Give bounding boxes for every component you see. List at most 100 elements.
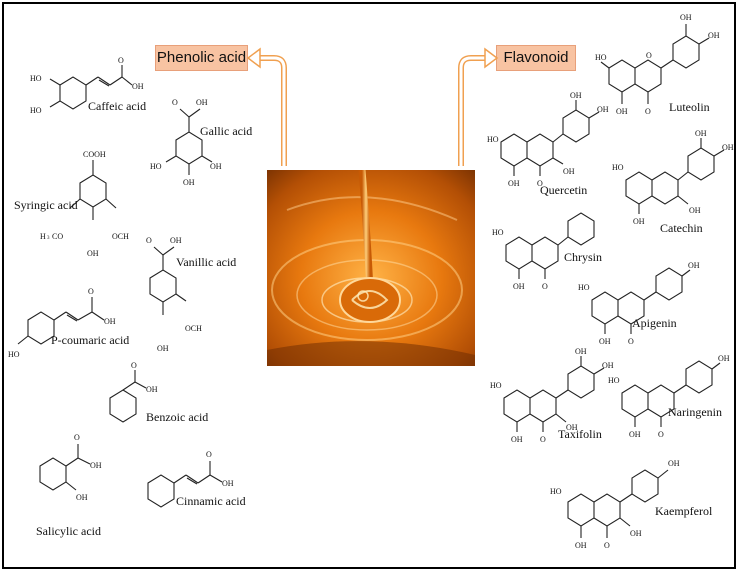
svg-text:OH: OH: [575, 347, 587, 356]
svg-text:OH: OH: [575, 541, 587, 550]
syringic-acid-structure: COOH H 3 CO OCH OH: [40, 150, 129, 258]
svg-text:OH: OH: [680, 13, 692, 22]
cinnamic-acid-label: Cinnamic acid: [176, 494, 246, 508]
phenolic-arrow: [246, 47, 287, 166]
svg-text:O: O: [74, 433, 80, 442]
svg-text:OH: OH: [76, 493, 88, 502]
svg-text:OH: OH: [668, 459, 680, 468]
apigenin-label: Apigenin: [632, 316, 677, 330]
svg-text:HO: HO: [30, 74, 42, 83]
svg-text:OH: OH: [183, 178, 195, 187]
svg-text:HO: HO: [595, 53, 607, 62]
svg-text:O: O: [658, 430, 664, 439]
svg-text:O: O: [628, 337, 634, 346]
svg-text:OH: OH: [722, 143, 734, 152]
svg-text:OH: OH: [222, 479, 234, 488]
svg-text:OCH: OCH: [112, 232, 129, 241]
svg-text:OH: OH: [630, 529, 642, 538]
svg-text:OH: OH: [689, 206, 701, 215]
svg-text:OH: OH: [90, 461, 102, 470]
salicylic-acid-structure: O OH OH: [39, 433, 102, 502]
svg-text:OH: OH: [196, 98, 208, 107]
svg-text:OH: OH: [597, 105, 609, 114]
syringic-acid-label: Syringic acid: [14, 198, 78, 212]
benzoic-acid-structure: O OH: [109, 361, 158, 423]
svg-text:O: O: [542, 282, 548, 291]
svg-text:OH: OH: [633, 217, 645, 226]
svg-text:O: O: [206, 450, 212, 459]
svg-text:OH: OH: [87, 249, 99, 258]
taxifolin-structure: OH OH HO OH OH O: [490, 347, 614, 444]
svg-text:HO: HO: [490, 381, 502, 390]
svg-text:O: O: [537, 179, 543, 188]
svg-text:OH: OH: [629, 430, 641, 439]
svg-text:OH: OH: [616, 107, 628, 116]
svg-text:HO: HO: [608, 376, 620, 385]
svg-text:O: O: [604, 541, 610, 550]
chrysin-structure: HO OH O: [492, 212, 595, 291]
taxifolin-label: Taxifolin: [558, 427, 602, 441]
svg-text:OH: OH: [599, 337, 611, 346]
svg-text:OCH: OCH: [185, 324, 202, 333]
apigenin-structure: OH HO OH O: [578, 261, 700, 346]
svg-text:OH: OH: [104, 317, 116, 326]
p-coumaric-acid-structure: O OH HO: [8, 287, 116, 359]
svg-text:3: 3: [47, 236, 50, 241]
flavonoid-tag: Flavonoid: [496, 45, 576, 71]
svg-text:OH: OH: [132, 82, 144, 91]
svg-text:OH: OH: [146, 385, 158, 394]
svg-text:HO: HO: [612, 163, 624, 172]
svg-text:OH: OH: [602, 361, 614, 370]
svg-text:COOH: COOH: [83, 150, 106, 159]
benzoic-acid-label: Benzoic acid: [146, 410, 209, 424]
svg-text:OH: OH: [695, 129, 707, 138]
svg-text:O: O: [172, 98, 178, 107]
svg-text:OH: OH: [566, 423, 578, 432]
svg-text:O: O: [540, 435, 546, 444]
svg-text:OH: OH: [718, 354, 730, 363]
svg-text:HO: HO: [578, 283, 590, 292]
caffeic-acid-structure: HO HO O OH: [30, 56, 144, 115]
gallic-acid-label: Gallic acid: [200, 124, 253, 138]
chrysin-label: Chrysin: [564, 250, 603, 264]
svg-text:OH: OH: [508, 179, 520, 188]
luteolin-label: Luteolin: [669, 100, 710, 114]
svg-text:O: O: [88, 287, 94, 296]
svg-text:OH: OH: [563, 167, 575, 176]
svg-text:O: O: [645, 107, 651, 116]
svg-text:OH: OH: [513, 282, 525, 291]
svg-text:OH: OH: [210, 162, 222, 171]
svg-text:HO: HO: [30, 106, 42, 115]
phenolic-acid-tag: Phenolic acid: [155, 45, 248, 71]
svg-text:OH: OH: [688, 261, 700, 270]
gallic-acid-structure: O OH HO OH OH: [150, 98, 222, 187]
svg-text:HO: HO: [487, 135, 499, 144]
svg-text:O: O: [146, 236, 152, 245]
svg-text:OH: OH: [570, 91, 582, 100]
svg-text:OH: OH: [170, 236, 182, 245]
honey-image: [267, 170, 475, 366]
vanillic-acid-label: Vanillic acid: [176, 255, 237, 269]
naringenin-label: Naringenin: [668, 405, 722, 419]
catechin-structure: OH OH HO OH OH: [612, 129, 734, 226]
svg-text:O: O: [131, 361, 137, 370]
svg-text:OH: OH: [708, 31, 720, 40]
svg-text:CO: CO: [52, 232, 63, 241]
svg-text:HO: HO: [550, 487, 562, 496]
svg-text:HO: HO: [150, 162, 162, 171]
svg-text:O: O: [118, 56, 124, 65]
luteolin-structure: OH OH HO O OH O: [595, 13, 720, 116]
caffeic-acid-label: Caffeic acid: [88, 99, 147, 113]
vanillic-acid-structure: O OH OCH OH: [146, 236, 202, 353]
cinnamic-acid-structure: O OH: [147, 450, 234, 508]
svg-text:OH: OH: [511, 435, 523, 444]
quercetin-structure: OH OH HO OH OH O: [487, 91, 609, 188]
quercetin-label: Quercetin: [540, 183, 588, 197]
flavonoid-arrow: [458, 47, 499, 166]
svg-text:H: H: [40, 232, 46, 241]
svg-text:HO: HO: [8, 350, 20, 359]
svg-text:OH: OH: [157, 344, 169, 353]
naringenin-structure: OH HO OH O: [608, 354, 730, 439]
catechin-label: Catechin: [660, 221, 703, 235]
kaempferol-label: Kaempferol: [655, 504, 713, 518]
